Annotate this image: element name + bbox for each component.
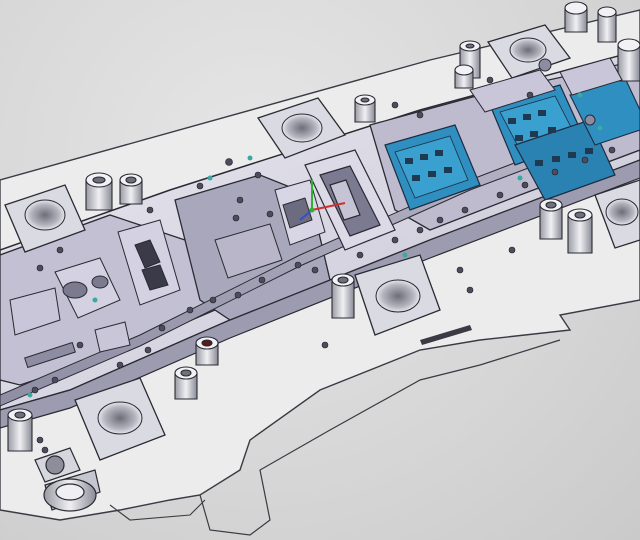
green-dowel-pins	[27, 92, 603, 398]
base-plate-lower-lip	[200, 340, 560, 535]
guide-bushing-block-top-mid[interactable]	[258, 98, 345, 158]
insert-detail-marks	[405, 110, 593, 181]
guide-posts[interactable]	[8, 2, 640, 451]
guide-bushing-block-right[interactable]	[595, 180, 640, 248]
guide-bushing-block-center[interactable]	[355, 255, 440, 335]
strip-carrier-rail[interactable]	[0, 115, 640, 406]
base-plate-notch	[110, 500, 205, 520]
bolt-heads	[32, 77, 615, 453]
center-punch-block[interactable]	[305, 150, 395, 250]
guide-bushing-block-left[interactable]	[5, 185, 85, 252]
side-clamp-lever[interactable]	[35, 448, 100, 511]
lower-slot-detail	[420, 325, 472, 345]
guide-bushing-block-lower-left[interactable]	[75, 378, 165, 460]
middle-station-details	[215, 180, 325, 278]
left-station-details	[10, 220, 180, 367]
coordinate-triad-icon	[300, 180, 345, 220]
right-station-details	[470, 58, 622, 125]
main-die-plate-side	[0, 160, 640, 428]
